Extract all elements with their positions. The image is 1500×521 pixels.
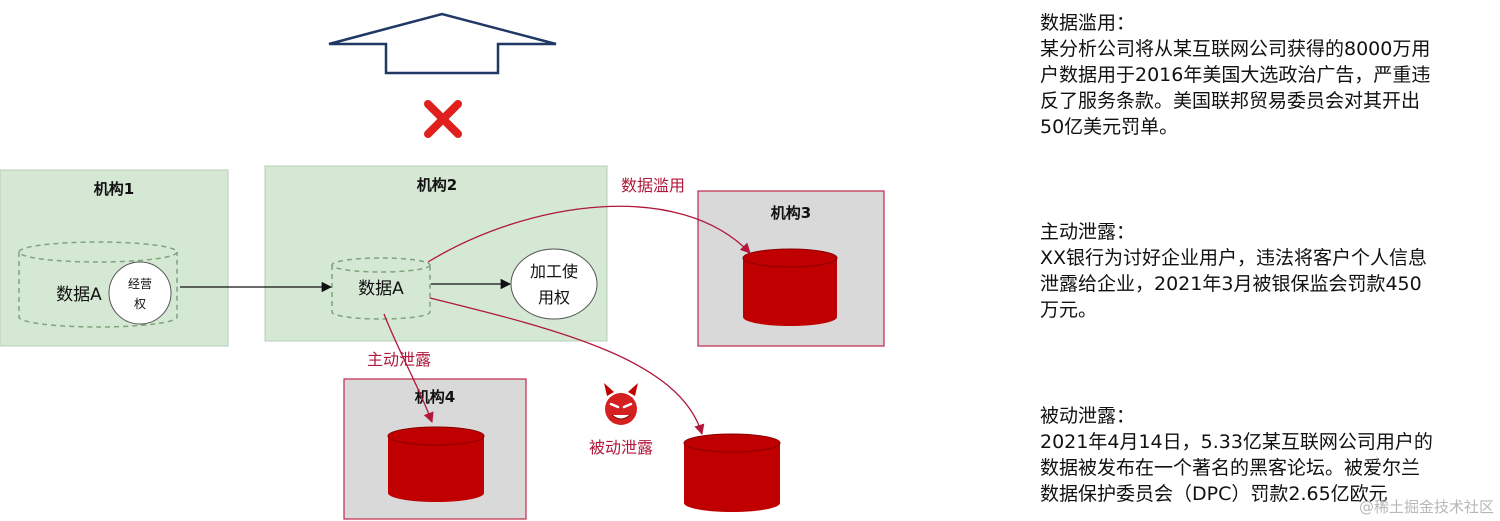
note-active-heading: 主动泄露： [1040, 221, 1136, 243]
note-abuse-heading: 数据滥用： [1040, 12, 1136, 34]
cross-icon [424, 100, 462, 138]
org2-badge-line2: 用权 [538, 288, 570, 307]
note-active-line: 万元。 [1040, 299, 1098, 321]
org1-badge: 经营 权 [108, 261, 172, 325]
note-passive-leak: 被动泄露： 2021年4月14日，5.33亿某互联网公司用户的 数据被发布在一个… [1040, 403, 1480, 507]
org1-data-label: 数据A [56, 285, 102, 305]
note-passive-line: 数据被发布在一个著名的黑客论坛。被爱尔兰 [1040, 457, 1421, 479]
note-active-line: 泄露给企业，2021年3月被银保监会罚款450 [1040, 273, 1422, 295]
abuse-arrow [427, 205, 751, 263]
note-passive-heading: 被动泄露： [1040, 405, 1136, 427]
org1-data-cylinder [18, 241, 178, 328]
org2-data-cylinder [331, 257, 431, 320]
org4-database-icon [387, 426, 485, 502]
passive-leak-arrow [429, 297, 705, 435]
org1-box: 机构1 [0, 169, 229, 347]
note-active-leak: 主动泄露： XX银行为讨好企业用户，违法将客户个人信息 泄露给企业，2021年3… [1040, 219, 1480, 323]
org1-badge-line2: 权 [134, 297, 146, 311]
note-passive-line: 数据保护委员会（DPC）罚款2.65亿欧元 [1040, 483, 1388, 505]
hacker-forum-database-icon [683, 433, 781, 512]
org1-badge-line1: 经营 [128, 277, 152, 291]
passive-leak-label: 被动泄露 [589, 438, 653, 457]
note-abuse-line: 某分析公司将从某互联网公司获得的8000万用 [1040, 38, 1431, 60]
active-leak-label: 主动泄露 [367, 350, 431, 369]
abuse-label: 数据滥用 [621, 176, 685, 195]
up-arrow-icon [328, 12, 557, 75]
active-leak-arrow [383, 313, 434, 423]
org1-title: 机构1 [94, 180, 134, 198]
note-abuse-line: 反了服务条款。美国联邦贸易委员会对其开出 [1040, 90, 1421, 112]
note-active-line: XX银行为讨好企业用户，违法将客户个人信息 [1040, 247, 1428, 269]
note-abuse-line: 户数据用于2016年美国大选政治广告，严重违 [1040, 64, 1431, 86]
note-abuse-line: 50亿美元罚单。 [1040, 116, 1179, 138]
org3-database-icon [742, 248, 838, 326]
org2-data-label: 数据A [358, 279, 404, 299]
watermark: @稀土掘金技术社区 [1358, 498, 1494, 516]
org2-badge: 加工使 用权 [510, 248, 598, 320]
devil-icon [604, 383, 638, 425]
org2-badge-line1: 加工使 [530, 262, 578, 281]
note-passive-line: 2021年4月14日，5.33亿某互联网公司用户的 [1040, 431, 1433, 453]
data-flow-diagram: 机构1 数据A 经营 权 机构2 数据A 加工使 用权 机构3 机构4 [0, 12, 885, 520]
org4-title: 机构4 [415, 388, 455, 406]
note-data-abuse: 数据滥用： 某分析公司将从某互联网公司获得的8000万用 户数据用于2016年美… [1040, 10, 1480, 140]
org3-title: 机构3 [771, 204, 811, 222]
org2-title: 机构2 [417, 176, 457, 194]
